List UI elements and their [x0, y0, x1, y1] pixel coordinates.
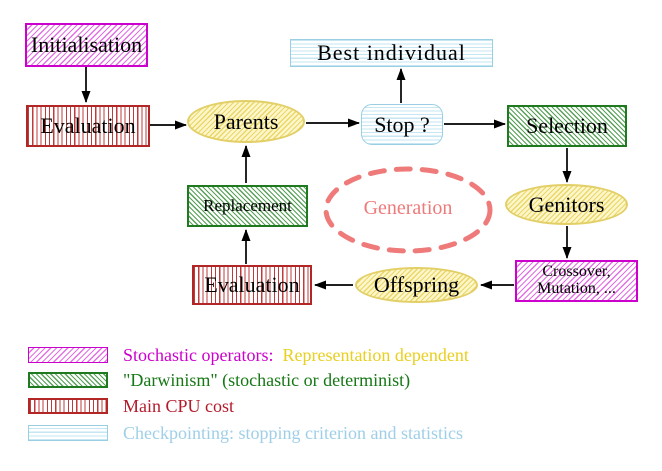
legend-label-cpu-cost: Main CPU cost	[123, 395, 235, 416]
node-evaluation-bottom: Evaluation	[192, 265, 312, 305]
node-stop-label: Stop ?	[374, 111, 430, 137]
legend-row-stochastic: Stochastic operators: Representation depe…	[28, 345, 469, 366]
legend-row-darwinism: "Darwinism" (stochastic or determinist)	[28, 369, 411, 390]
node-genitors: Genitors	[505, 184, 628, 225]
node-best-individual-label: Best individual	[317, 40, 466, 66]
node-replacement: Replacement	[187, 185, 308, 227]
node-offspring-label: Offspring	[373, 272, 460, 298]
node-best-individual: Best individual	[290, 39, 493, 67]
node-evaluation-top-label: Evaluation	[40, 113, 136, 139]
node-crossover-line1: Crossover,	[542, 263, 611, 281]
node-evaluation-top: Evaluation	[26, 105, 150, 147]
legend-text-stochastic: Stochastic operators: Representation depe…	[123, 345, 469, 366]
legend-swatch-magenta-hatch	[28, 347, 108, 363]
node-initialisation: Initialisation	[25, 23, 148, 67]
generation-label: Generation	[323, 197, 493, 220]
node-replacement-label: Replacement	[203, 196, 292, 216]
node-parents: Parents	[187, 100, 305, 143]
legend-label-checkpointing: Checkpointing: stopping criterion and st…	[123, 422, 463, 443]
node-offspring: Offspring	[355, 267, 478, 303]
node-initialisation-label: Initialisation	[30, 32, 143, 58]
legend-label-darwinism: "Darwinism" (stochastic or determinist)	[123, 369, 411, 390]
legend-label-representation: Representation dependent	[282, 344, 469, 365]
node-evaluation-bottom-label: Evaluation	[204, 272, 300, 298]
node-genitors-label: Genitors	[528, 191, 605, 217]
node-crossover-mutation: Crossover, Mutation, ...	[515, 260, 638, 302]
generation-label-text: Generation	[363, 197, 453, 219]
legend-row-cpu-cost: Main CPU cost	[28, 395, 235, 416]
node-selection: Selection	[507, 105, 627, 147]
legend-swatch-red-stripes	[28, 398, 108, 414]
node-crossover-line2: Mutation, ...	[537, 280, 616, 297]
node-stop: Stop ?	[361, 104, 443, 145]
node-selection-label: Selection	[526, 113, 608, 139]
legend-swatch-cyan-stripes	[28, 425, 108, 441]
node-parents-label: Parents	[213, 108, 279, 134]
legend-label-stochastic: Stochastic operators:	[123, 344, 274, 365]
legend-row-checkpointing: Checkpointing: stopping criterion and st…	[28, 422, 463, 443]
legend-swatch-green-hatch	[28, 372, 108, 388]
